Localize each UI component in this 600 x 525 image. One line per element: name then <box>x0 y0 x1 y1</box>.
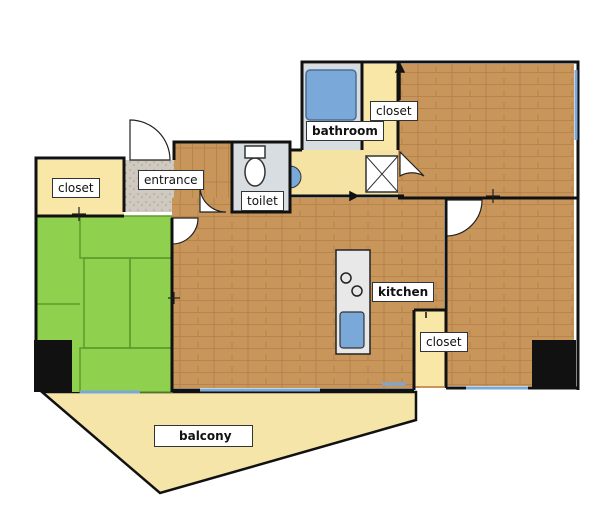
ceiling-marks <box>72 189 500 304</box>
pillar-left <box>34 340 72 392</box>
closet-top-label: closet <box>370 101 418 121</box>
bathroom-label: bathroom <box>306 121 384 141</box>
closet-left-label: closet <box>52 178 100 198</box>
door-swings <box>129 119 483 245</box>
toilet-bowl <box>244 157 266 187</box>
windows <box>80 70 578 394</box>
bathtub <box>305 69 357 121</box>
balcony-label: balcony <box>154 425 253 447</box>
pillar-right <box>532 340 576 388</box>
walls <box>34 60 580 392</box>
closet-right-label: closet <box>420 332 468 352</box>
bedroom-top-floor <box>398 64 574 198</box>
kitchen-sink <box>339 311 365 349</box>
arrows <box>316 62 427 318</box>
entrance-label: entrance <box>138 170 204 190</box>
kitchen-label: kitchen <box>372 282 435 302</box>
toilet-label: toilet <box>241 191 284 211</box>
